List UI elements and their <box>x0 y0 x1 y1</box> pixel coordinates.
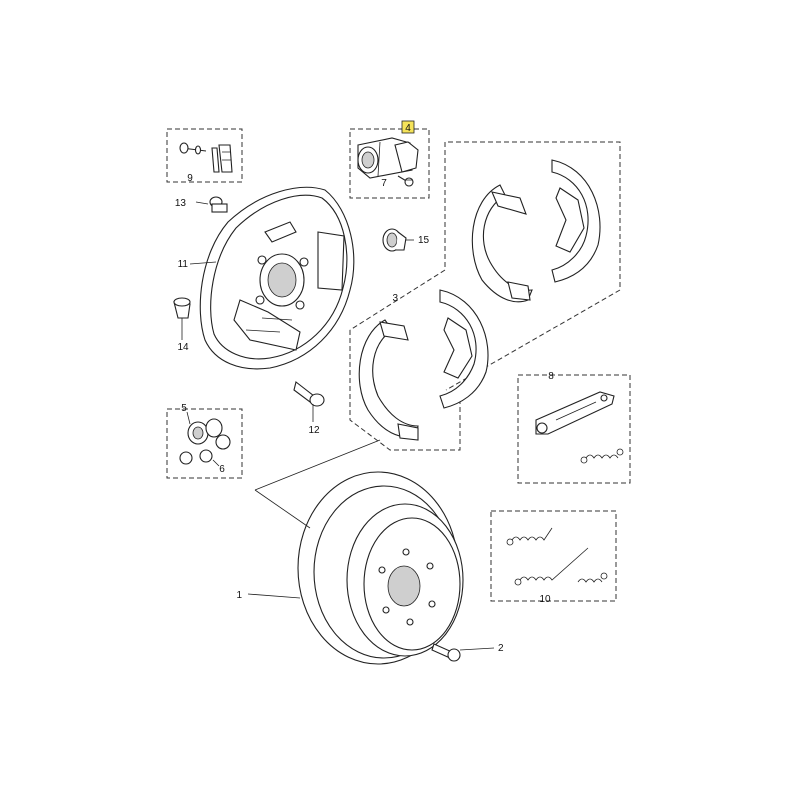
group-box-5 <box>166 408 243 479</box>
group-box-10 <box>490 510 617 602</box>
retaining-pin-part[interactable] <box>179 142 207 155</box>
callout-1[interactable]: 1 <box>236 590 242 601</box>
bolt-13-part[interactable] <box>209 196 228 213</box>
callout-11[interactable]: 11 <box>178 259 189 270</box>
adjuster-lever-part[interactable] <box>535 391 615 435</box>
bolt-12-part[interactable] <box>293 381 325 407</box>
callout-4-highlight <box>401 120 415 134</box>
callout-13[interactable]: 13 <box>175 198 187 209</box>
callout-10[interactable]: 10 <box>539 594 551 605</box>
callout-5[interactable]: 5 <box>181 403 187 414</box>
brake-shoe-lower-right-part[interactable] <box>439 289 489 409</box>
callout-6[interactable]: 6 <box>219 464 225 475</box>
return-spring-upper-part[interactable] <box>506 527 553 546</box>
group-box-9 <box>166 128 243 183</box>
backing-plate-part[interactable] <box>199 186 355 370</box>
hold-down-spring-part[interactable] <box>577 572 608 583</box>
callout-2[interactable]: 2 <box>498 643 504 654</box>
callout-15[interactable]: 15 <box>418 235 430 246</box>
plug-15-part[interactable] <box>382 228 407 252</box>
plug-14-part[interactable] <box>173 297 191 319</box>
wheel-cylinder-part[interactable] <box>357 137 419 179</box>
callout-14[interactable]: 14 <box>177 342 189 353</box>
callout-12[interactable]: 12 <box>308 425 320 436</box>
group-box-4 <box>349 128 430 199</box>
callout-9[interactable]: 9 <box>187 173 193 184</box>
bleed-screw-part[interactable] <box>397 175 414 187</box>
brake-shoe-upper-right-part[interactable] <box>551 159 601 283</box>
callout-3[interactable]: 3 <box>392 293 398 304</box>
callout-7[interactable]: 7 <box>381 178 387 189</box>
return-spring-lower-part[interactable] <box>514 547 589 586</box>
adjuster-spring-part[interactable] <box>580 448 624 464</box>
leader-lines <box>181 179 495 651</box>
seal-kit-part[interactable] <box>187 418 231 450</box>
spring-clip-part[interactable] <box>211 144 233 173</box>
brake-shoe-upper-left-part[interactable] <box>471 184 533 303</box>
callout-8[interactable]: 8 <box>548 371 554 382</box>
brake-shoe-lower-left-part[interactable] <box>358 319 419 441</box>
shoe-set-outline <box>349 141 621 451</box>
group-box-8 <box>517 374 631 484</box>
callout-labels: 1 2 3 4 5 6 7 8 9 10 11 12 13 14 15 <box>175 120 554 654</box>
brake-drum-part[interactable] <box>297 471 464 665</box>
callout-4[interactable]: 4 <box>405 123 411 134</box>
wheel-stud-part[interactable] <box>431 643 461 662</box>
piston-cap-part[interactable] <box>179 449 213 465</box>
